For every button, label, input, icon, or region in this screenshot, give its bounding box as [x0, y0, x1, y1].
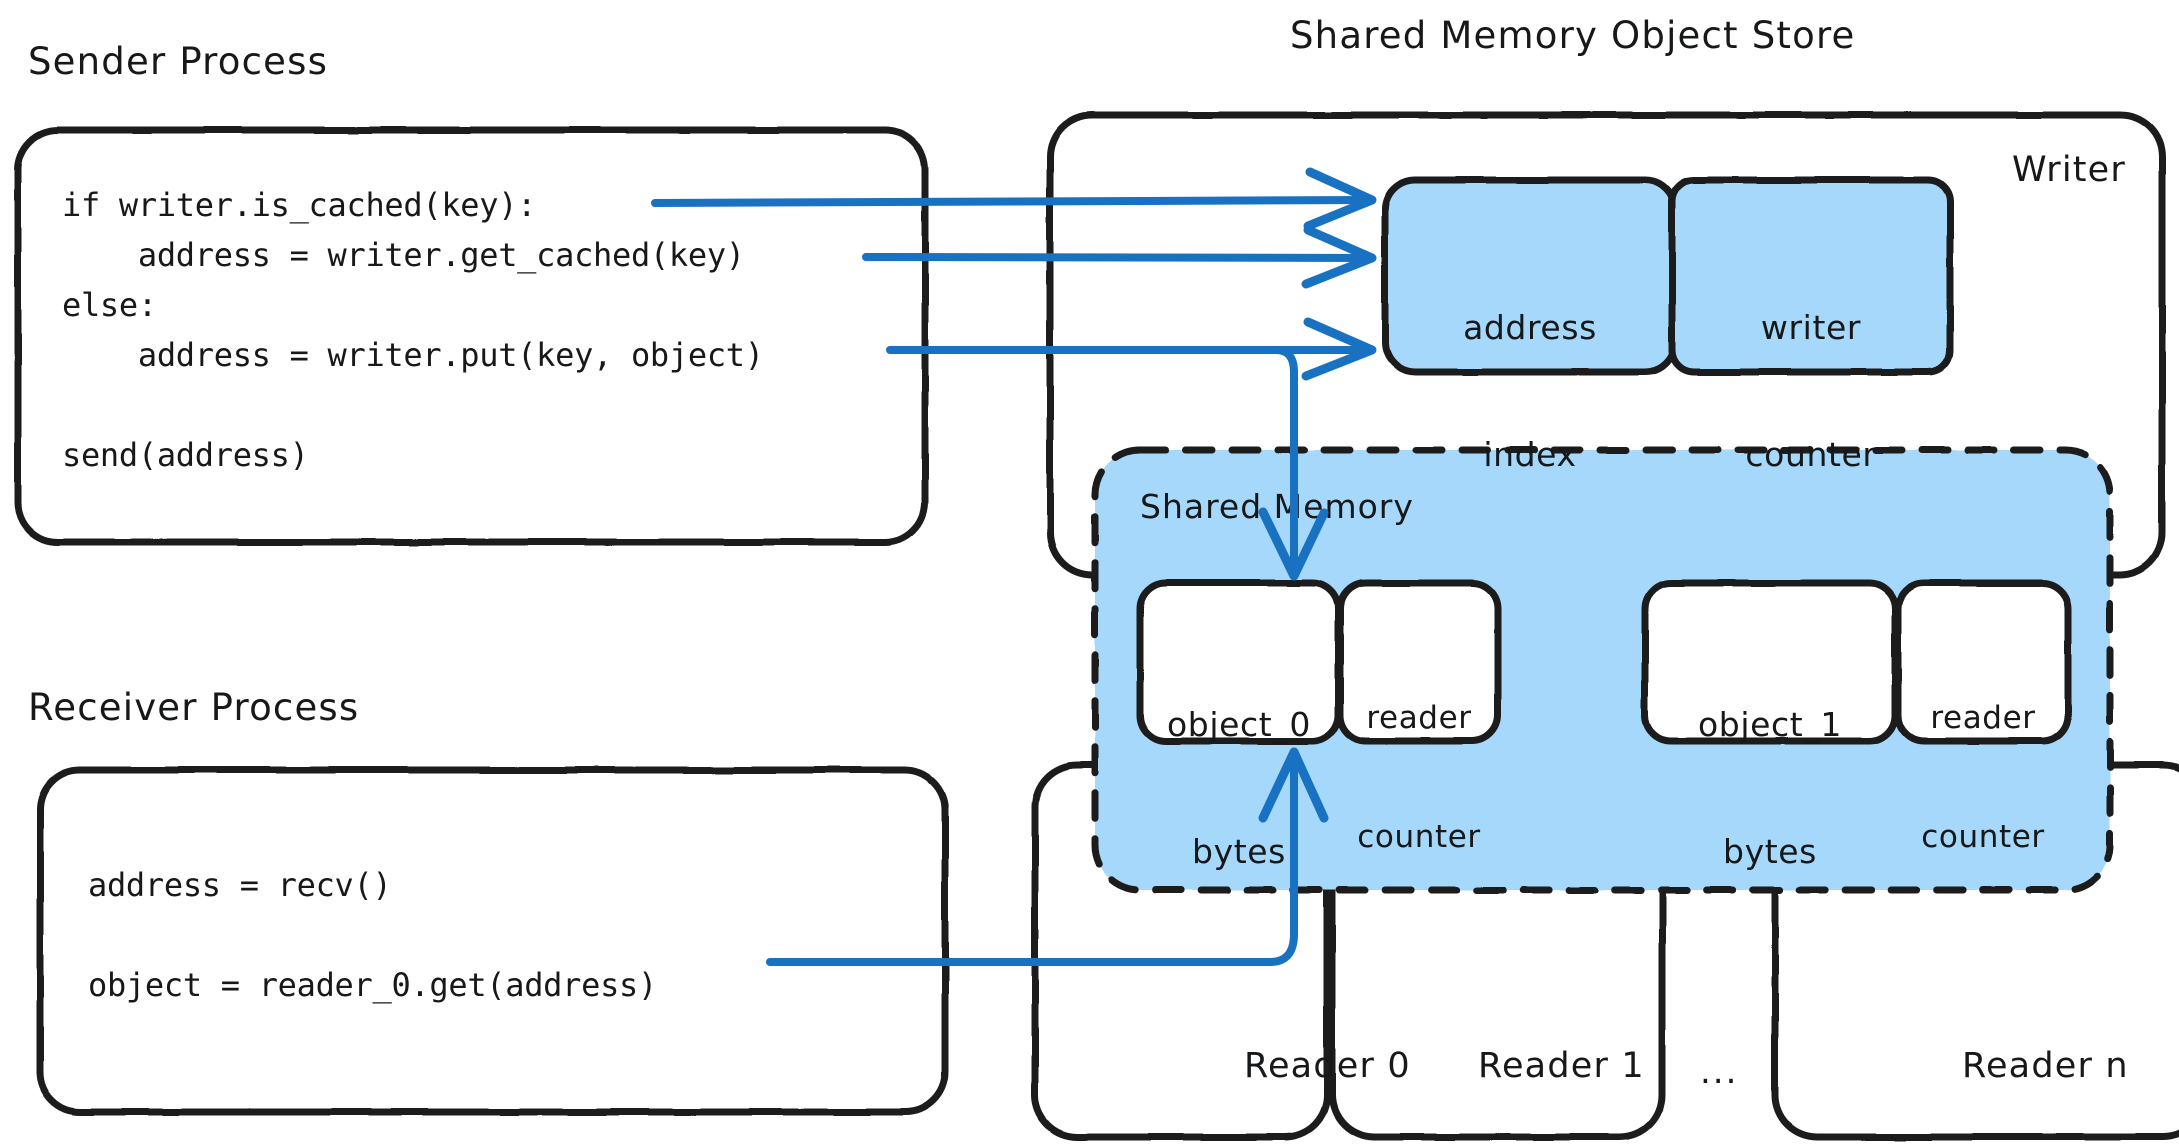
reader-ellipsis-label: ... [1700, 1052, 1739, 1092]
arrow-put-to-object-0 [1258, 346, 1329, 581]
address-index-label: address index [1385, 223, 1675, 561]
arrow-is-cached-to-address-index [651, 167, 1377, 231]
address-index-line-0: address [1463, 308, 1597, 348]
writer-counter-line-1: counter [1745, 435, 1877, 475]
writer-counter-label: writer counter [1672, 223, 1950, 561]
shared-memory-panel [1091, 446, 2114, 894]
reader-n-label: Reader n [1962, 1046, 2129, 1086]
object-0-label: object_0 bytes [1140, 620, 1338, 958]
object-1-line-0: object_1 [1698, 705, 1842, 745]
writer-counter-box [1668, 176, 1954, 376]
reader-counter-1-line-1: counter [1921, 819, 2045, 856]
object-0-line-0: object_0 [1167, 705, 1311, 745]
writer-corner-label: Writer [2012, 150, 2126, 190]
address-index-line-1: index [1483, 435, 1577, 475]
sender-code-line-5: send(address) [62, 436, 309, 474]
reader-counter-0-line-1: counter [1357, 819, 1481, 856]
receiver-code-block: address = recv() object = reader_0.get(a… [88, 860, 657, 1010]
reader-counter-0-box [1336, 579, 1502, 745]
sender-process-box [14, 126, 929, 546]
object-1-label: object_1 bytes [1645, 620, 1895, 958]
reader-counter-1-label: reader counter [1893, 620, 2073, 937]
sender-code-line-1: address = writer.get_cached(key) [62, 236, 745, 274]
arrow-reader-get-to-object-0 [766, 747, 1329, 966]
object-0-line-1: bytes [1192, 832, 1286, 872]
reader-1-label: Reader 1 [1478, 1046, 1645, 1086]
sender-code-line-3: address = writer.put(key, object) [62, 336, 764, 374]
receiver-code-line-0: address = recv() [88, 866, 392, 904]
arrow-put-to-address-index [886, 317, 1377, 381]
arrow-get-cached-to-address-index [862, 225, 1377, 289]
sender-code-line-0: if writer.is_cached(key): [62, 186, 537, 224]
sender-code-block: if writer.is_cached(key): address = writ… [62, 180, 764, 480]
writer-counter-line-0: writer [1760, 308, 1862, 348]
reader-counter-0-line-0: reader [1366, 700, 1472, 737]
object-1-line-1: bytes [1723, 832, 1817, 872]
receiver-code-line-2: object = reader_0.get(address) [88, 966, 657, 1004]
reader-counter-1-line-0: reader [1930, 700, 2036, 737]
store-title: Shared Memory Object Store [1290, 14, 1856, 57]
receiver-process-box [36, 766, 949, 1116]
sender-code-line-2: else: [62, 286, 157, 324]
reader-0-label: Reader 0 [1244, 1046, 1411, 1086]
reader-counter-0-label: reader counter [1334, 620, 1504, 937]
sender-process-title: Sender Process [28, 40, 329, 83]
receiver-process-title: Receiver Process [28, 686, 360, 729]
reader-counter-1-box [1894, 579, 2072, 745]
